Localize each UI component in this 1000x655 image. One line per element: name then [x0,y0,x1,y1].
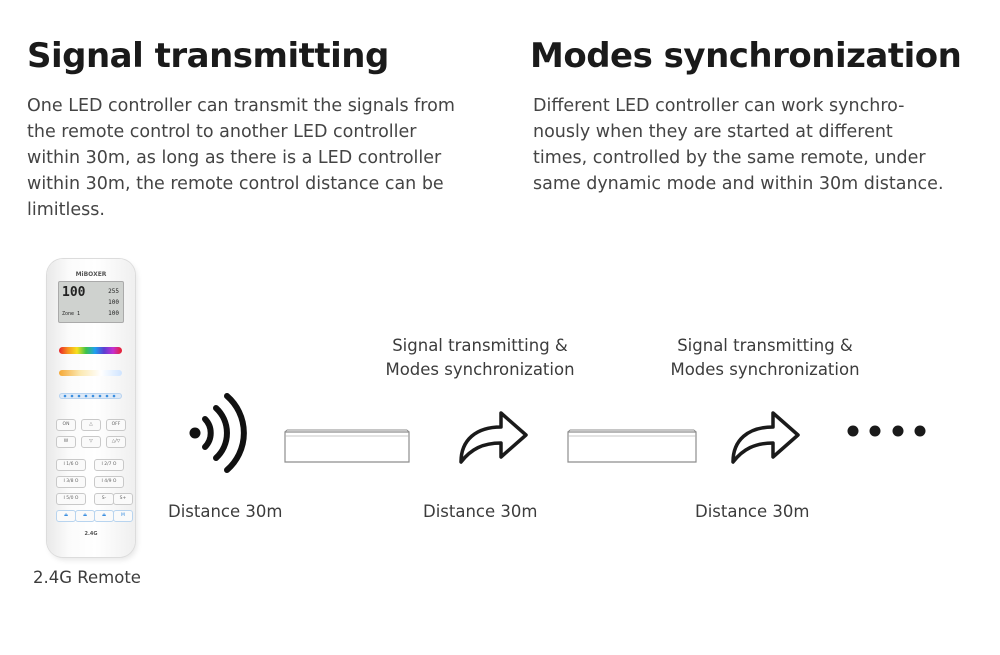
remote-speed-plus-button: S+ [113,493,133,505]
remote-speed-button: △/▽ [106,436,126,448]
description-line: One LED controller can transmit the sign… [27,96,455,116]
remote-brand-logo: MiBOXER [75,271,107,278]
description-line: times, controlled by the same remote, un… [533,148,926,168]
rgb-color-slider [59,347,122,354]
signal-sync-caption: Signal transmitting & Modes synchronizat… [665,334,865,382]
distance-label: Distance 30m [168,502,283,521]
distance-label: Distance 30m [423,502,538,521]
remote-mode-up-button: △ [81,419,101,431]
led-controller-box [567,429,697,463]
remote-caption: 2.4G Remote [33,568,141,587]
description-line: same dynamic mode and within 30m distanc… [533,174,944,194]
remote-scene-button: ⏏ [56,510,76,522]
description-line: Different LED controller can work synchr… [533,96,905,116]
remote-zone-button: I 5/0 O [56,493,86,505]
lcd-main-value: 100 [62,285,86,300]
led-controller-box [284,429,410,463]
caption-line: Modes synchronization [385,360,575,379]
modes-synchronization-description: Different LED controller can work synchr… [533,93,944,197]
lcd-zone-label: Zone 1 [62,311,81,317]
ellipsis-dots-icon [847,425,926,437]
remote-control-image: MiBOXER 100 255 100 100 Zone 1 ON △ OFF … [47,259,135,557]
remote-zone-button: I 3/8 O [56,476,86,488]
share-arrow-icon [731,411,800,464]
remote-zone-button: I 1/6 O [56,459,86,471]
caption-line: Modes synchronization [670,360,860,379]
distance-label: Distance 30m [695,502,810,521]
remote-speed-minus-button: S- [94,493,114,505]
lcd-br-value: 100 [108,299,119,306]
modes-synchronization-title: Modes synchronization [530,36,962,76]
caption-line: Signal transmitting & [392,336,568,355]
description-line: within 30m, the remote control distance … [27,174,444,194]
remote-mode-down-button: ▽ [81,436,101,448]
caption-line: Signal transmitting & [677,336,853,355]
signal-sync-caption: Signal transmitting & Modes synchronizat… [380,334,580,382]
lcd-sat-value: 100 [108,310,119,317]
remote-scene-button: ⏏ [75,510,95,522]
description-line: nously when they are started at differen… [533,122,893,142]
remote-w-button: W [56,436,76,448]
remote-on-button: ON [56,419,76,431]
description-line: the remote control to another LED contro… [27,122,417,142]
wireless-signal-icon [189,393,247,473]
remote-zone-button: I 4/9 O [94,476,124,488]
remote-footer-logo: 2.4G [84,531,98,537]
description-line: within 30m, as long as there is a LED co… [27,148,442,168]
brightness-slider [59,393,122,399]
remote-m-button: M [113,510,133,522]
remote-zone-button: I 2/7 O [94,459,124,471]
lcd-rgb-value: 255 [108,288,119,295]
share-arrow-icon [459,411,528,464]
color-temperature-slider [59,370,122,376]
description-line: limitless. [27,200,105,220]
signal-transmitting-description: One LED controller can transmit the sign… [27,93,455,223]
remote-lcd-screen: 100 255 100 100 Zone 1 [58,281,124,323]
remote-off-button: OFF [106,419,126,431]
signal-transmitting-title: Signal transmitting [27,36,389,76]
remote-scene-button: ⏏ [94,510,114,522]
